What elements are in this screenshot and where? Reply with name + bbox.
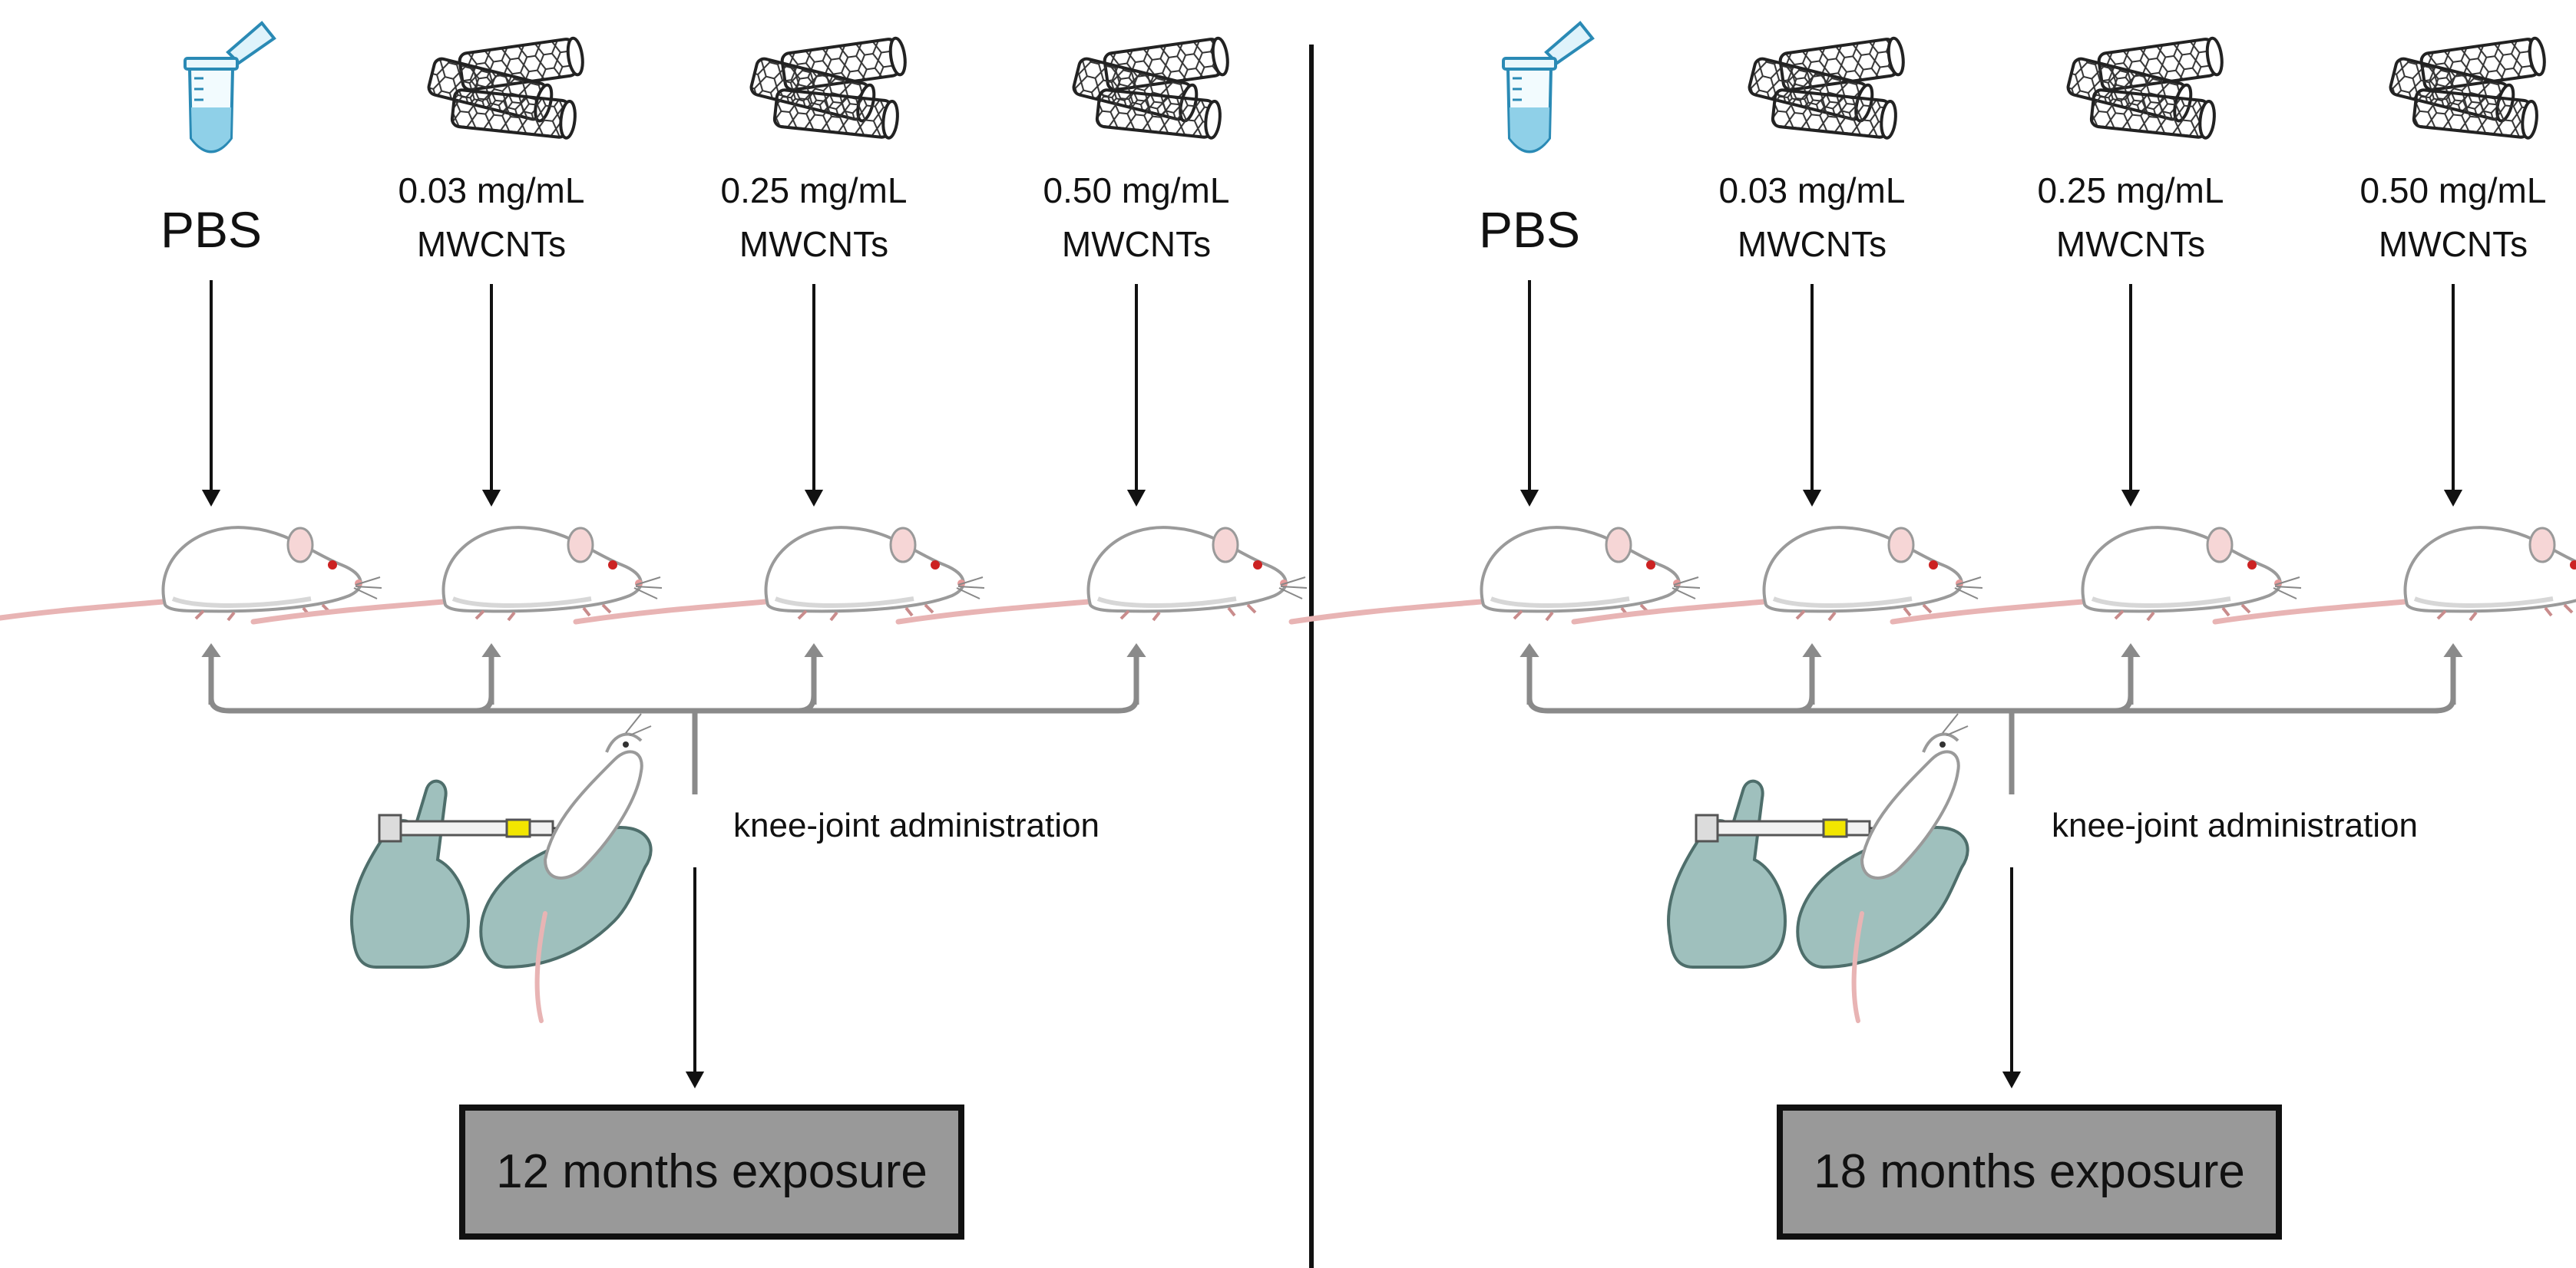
administration-bracket xyxy=(208,695,1139,794)
administration-arrow xyxy=(1519,643,1539,705)
administration-arrow xyxy=(2443,643,2463,705)
rat-icon xyxy=(250,526,663,625)
exposure-arrow xyxy=(685,867,705,1088)
dose-arrow xyxy=(2443,284,2463,507)
dose-arrow xyxy=(804,284,824,507)
administration-label: knee-joint administration xyxy=(2052,807,2418,844)
exposure-label: 18 months exposure xyxy=(1814,1145,2245,1198)
nanotube-icon xyxy=(749,36,907,140)
substance-label: MWCNTs xyxy=(417,224,566,264)
treatment-group-1: PBS xyxy=(1288,21,1701,705)
treatment-group-2: 0.03 mg/mL MWCNTs xyxy=(1571,36,1983,705)
rat-icon xyxy=(1890,526,2302,625)
treatment-group-3: 0.25 mg/mL MWCNTs xyxy=(573,36,985,705)
dose-arrow xyxy=(1126,284,1146,507)
injection-hands-icon xyxy=(350,713,653,1023)
substance-label: MWCNTs xyxy=(739,224,888,264)
substance-label: MWCNTs xyxy=(2379,224,2528,264)
control-label: PBS xyxy=(160,201,262,258)
concentration-label: 0.03 mg/mL xyxy=(1719,170,1906,210)
exposure-box: 18 months exposure xyxy=(1777,1105,2282,1240)
nanotube-icon xyxy=(2066,36,2224,140)
substance-label: MWCNTs xyxy=(2056,224,2205,264)
rat-icon xyxy=(1571,526,1983,625)
dose-arrow xyxy=(481,284,501,507)
treatment-group-3: 0.25 mg/mL MWCNTs xyxy=(1890,36,2302,705)
treatment-group-4: 0.50 mg/mL MWCNTs xyxy=(895,36,1308,705)
exposure-box: 12 months exposure xyxy=(459,1105,964,1240)
exposure-label: 12 months exposure xyxy=(496,1145,928,1198)
injection-hands-icon xyxy=(1667,713,1969,1023)
treatment-group-2: 0.03 mg/mL MWCNTs xyxy=(250,36,663,705)
concentration-label: 0.03 mg/mL xyxy=(398,170,585,210)
administration-arrow xyxy=(201,643,221,705)
treatment-group-1: PBS xyxy=(0,21,382,705)
nanotube-icon xyxy=(1748,36,1905,140)
control-label: PBS xyxy=(1479,201,1580,258)
concentration-label: 0.50 mg/mL xyxy=(1043,170,1230,210)
dose-arrow xyxy=(2121,284,2141,507)
rat-icon xyxy=(573,526,985,625)
concentration-label: 0.25 mg/mL xyxy=(721,170,908,210)
concentration-label: 0.50 mg/mL xyxy=(2360,170,2547,210)
treatment-group-4: 0.50 mg/mL MWCNTs xyxy=(2212,36,2576,705)
dose-arrow xyxy=(1802,284,1822,507)
administration-arrow xyxy=(1126,643,1146,705)
nanotube-icon xyxy=(427,36,584,140)
substance-label: MWCNTs xyxy=(1062,224,1211,264)
administration-label: knee-joint administration xyxy=(733,807,1100,844)
tube-icon xyxy=(184,21,276,154)
tube-icon xyxy=(1502,21,1595,154)
nanotube-icon xyxy=(2389,36,2546,140)
rat-icon xyxy=(895,526,1308,625)
dose-arrow xyxy=(1519,280,1539,507)
substance-label: MWCNTs xyxy=(1738,224,1887,264)
exposure-arrow xyxy=(2002,867,2022,1088)
rat-icon xyxy=(0,526,382,622)
dose-arrow xyxy=(201,280,221,507)
rat-icon xyxy=(2212,526,2576,625)
nanotube-icon xyxy=(1072,36,1229,140)
administration-bracket xyxy=(1526,695,2456,794)
rat-icon xyxy=(1288,526,1701,625)
concentration-label: 0.25 mg/mL xyxy=(2038,170,2224,210)
